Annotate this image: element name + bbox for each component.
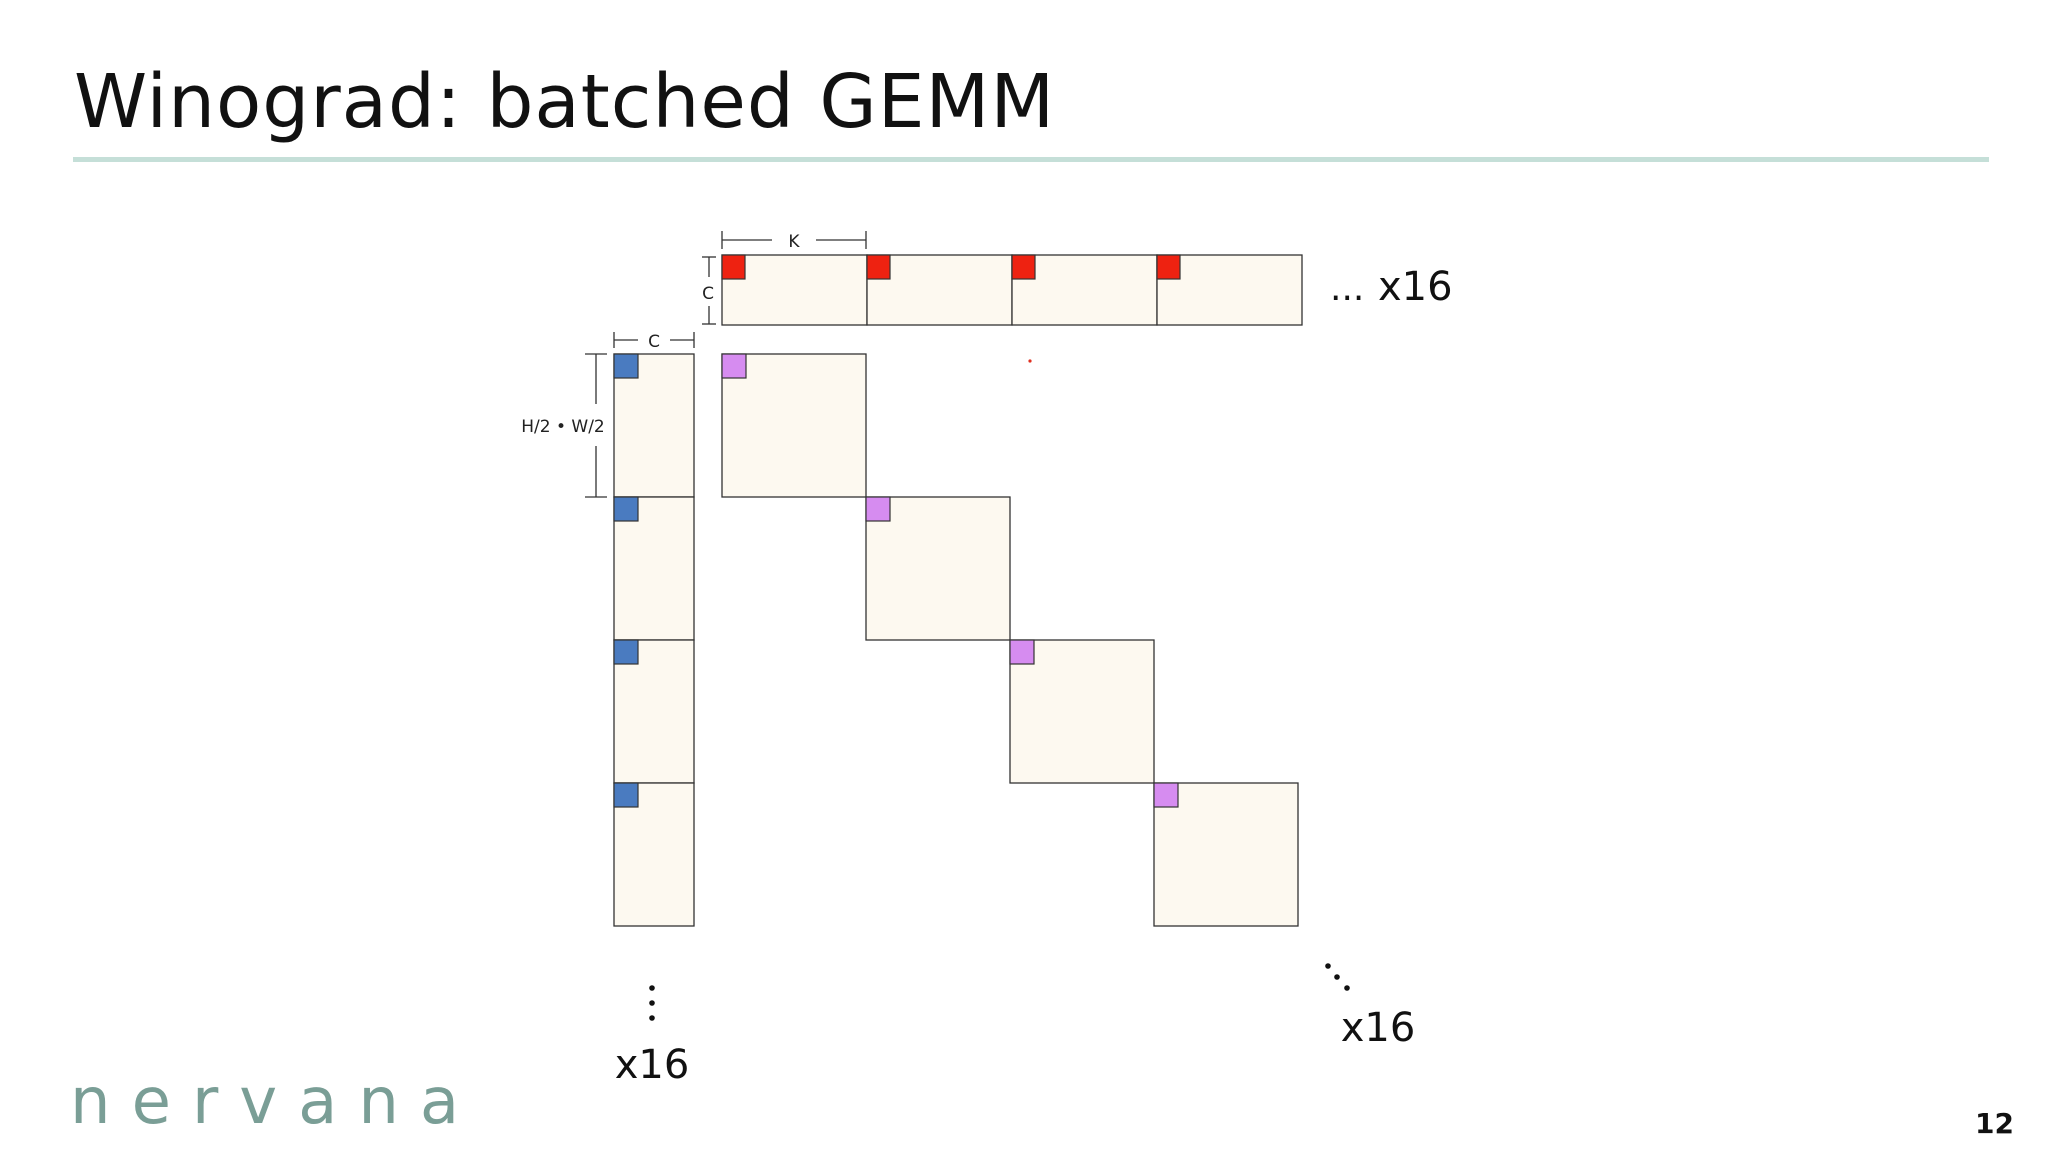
output-repeat-label: x16: [1341, 1005, 1416, 1051]
input-tile-marker: [613, 782, 639, 808]
filter-tile-marker: [721, 254, 746, 280]
input-height-dimension: [585, 353, 607, 498]
input-width-dimension: [613, 332, 695, 348]
nervana-logo: nervana: [70, 1065, 481, 1139]
input-tile-marker: [613, 353, 639, 379]
filter-tile-marker: [1011, 254, 1036, 280]
filter-matrix-row: [721, 254, 1303, 326]
filter-height-dimension: [702, 256, 716, 325]
output-tile-marker: [721, 353, 747, 379]
output-tile-marker: [1153, 782, 1179, 808]
filter-width-label: K: [788, 232, 800, 252]
input-tile-marker: [613, 496, 639, 522]
filter-tile: [721, 254, 868, 326]
input-matrix-column: [613, 353, 695, 927]
filter-tile-marker: [1156, 254, 1181, 280]
filter-width-dimension: [721, 231, 867, 249]
filter-repeat-label: x16: [1378, 264, 1453, 310]
input-vertical-ellipsis: [649, 985, 655, 1021]
input-width-label: C: [648, 332, 660, 352]
input-repeat-label: x16: [615, 1042, 690, 1088]
page-number: 12: [1975, 1107, 2014, 1140]
output-tile-marker: [1009, 639, 1035, 665]
filter-ellipsis: ...: [1330, 268, 1364, 309]
filter-height-label: C: [702, 284, 714, 304]
title-divider: [73, 157, 1989, 162]
input-height-label: H/2 • W/2: [521, 417, 605, 437]
output-diagonal-ellipsis: [1325, 963, 1350, 991]
output-tile-marker: [865, 496, 891, 522]
output-matrix-diagonal: [721, 353, 1299, 927]
filter-tile-marker: [866, 254, 891, 280]
stray-red-dot: [1028, 359, 1032, 363]
filter-tile: [1156, 254, 1303, 326]
filter-tile: [1011, 254, 1158, 326]
input-tile-marker: [613, 639, 639, 665]
slide-title: Winograd: batched GEMM: [74, 59, 1056, 145]
